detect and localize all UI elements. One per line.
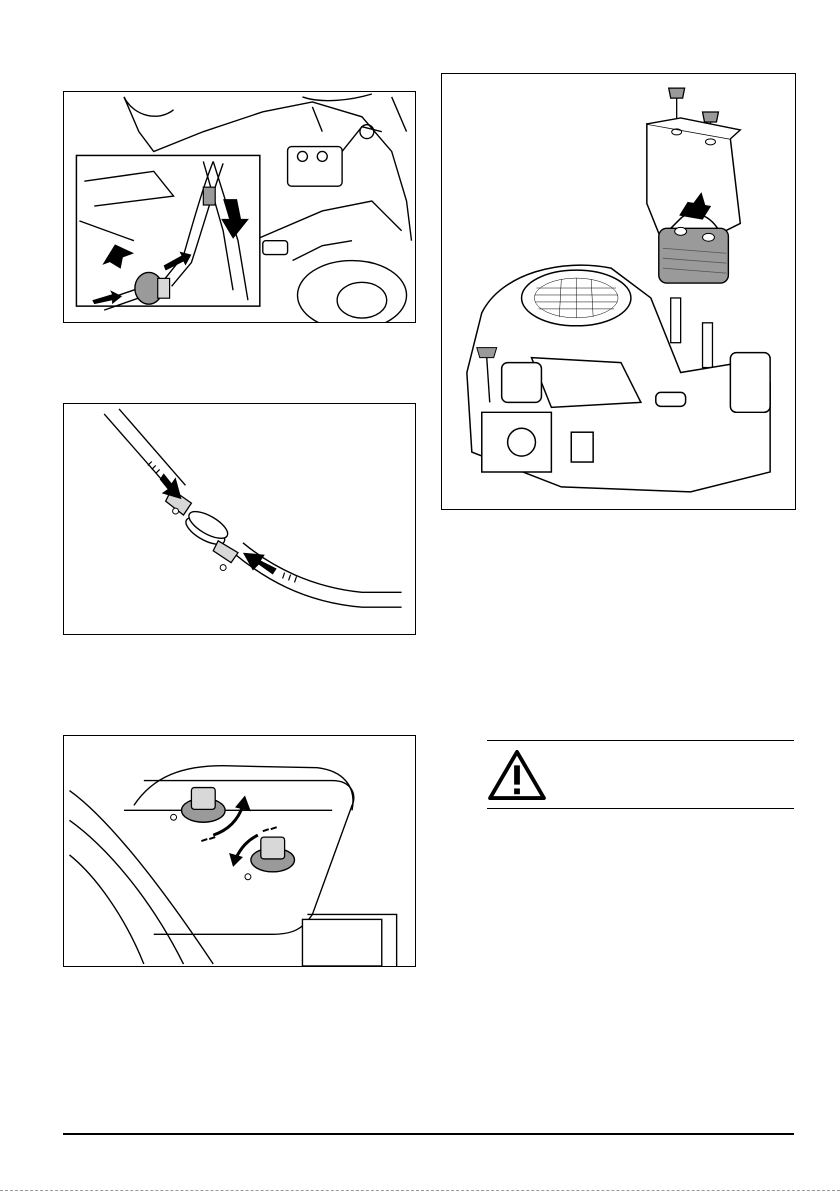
engine-air-filter-illustration [442,74,795,509]
figure-engine-air-filter [441,73,796,510]
warning-top-rule [487,740,794,741]
page-edge-dash [0,1190,840,1191]
figure-fuel-flow-direction [63,403,416,635]
fuel-filter-hoses-illustration [64,92,415,322]
air-filter-knobs-illustration [64,736,415,966]
figure-air-filter-knobs [63,735,416,967]
footer-rule [63,1133,794,1135]
warning-triangle-icon [487,750,547,800]
fuel-flow-illustration [64,404,415,634]
warning-bottom-rule [487,808,794,809]
figure-fuel-filter-hoses [63,91,416,323]
